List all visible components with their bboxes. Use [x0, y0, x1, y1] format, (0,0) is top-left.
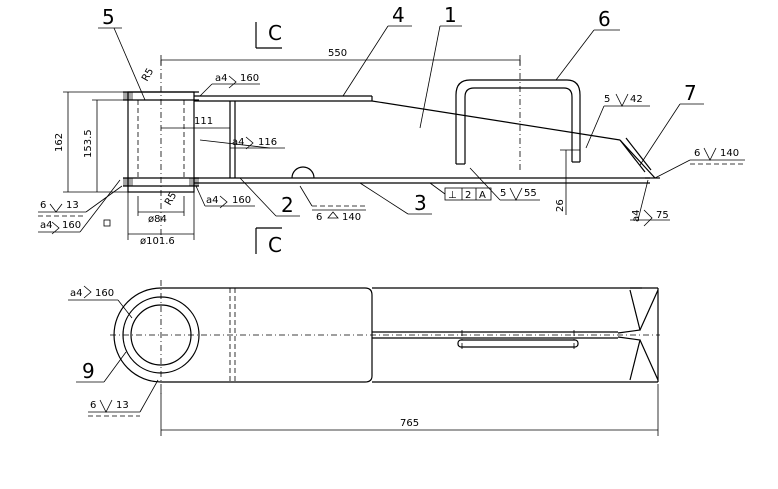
- weld-r5-bot: R5: [163, 190, 179, 207]
- dim-26-text: 26: [555, 199, 566, 212]
- weld-a4-160-plan: a4 160: [68, 285, 133, 319]
- plan-view: [110, 280, 660, 395]
- svg-text:4: 4: [392, 3, 405, 27]
- dim-d101: ø101.6: [127, 192, 195, 247]
- svg-text:3: 3: [414, 191, 427, 215]
- dim-162: 162: [54, 91, 128, 193]
- svg-text:a4: a4: [232, 137, 245, 148]
- svg-text:116: 116: [258, 137, 277, 148]
- datum-marker: [103, 219, 111, 227]
- svg-text:A: A: [479, 190, 486, 201]
- svg-text:13: 13: [116, 400, 129, 411]
- svg-text:5: 5: [102, 5, 115, 29]
- dim-162-text: 162: [54, 133, 65, 152]
- svg-text:160: 160: [62, 220, 81, 231]
- svg-text:160: 160: [232, 195, 251, 206]
- section-label-bottom: C: [268, 233, 282, 257]
- weld-6-140-mid: 6 140: [299, 185, 366, 223]
- svg-text:6: 6: [40, 200, 46, 211]
- weld-6-13-top: 6 13: [38, 185, 123, 217]
- drain-hole: [291, 166, 315, 179]
- svg-text:R5: R5: [163, 190, 179, 207]
- svg-text:7: 7: [684, 81, 697, 105]
- callout-1: 1: [419, 3, 462, 129]
- svg-text:140: 140: [342, 212, 361, 223]
- svg-text:5: 5: [604, 94, 610, 105]
- weld-a4-116: a4 116: [199, 136, 285, 150]
- svg-text:75: 75: [656, 210, 669, 221]
- callout-4: 4: [342, 3, 412, 97]
- side-plate-part-1: [371, 100, 660, 179]
- callout-3: 3: [359, 182, 432, 215]
- callout-9: 9: [76, 351, 127, 383]
- svg-text:⊥: ⊥: [448, 190, 457, 201]
- end-plate-part-7: [619, 137, 652, 173]
- svg-text:160: 160: [95, 288, 114, 299]
- weld-a4-160-mid: a4 160: [195, 185, 255, 209]
- weld-r5-top: R5: [140, 66, 156, 83]
- svg-text:6: 6: [598, 7, 611, 31]
- section-label-top: C: [268, 21, 282, 45]
- weld-a4-160-left: a4 160: [38, 179, 121, 235]
- tube-part-5: [123, 60, 199, 235]
- dim-765: 765: [160, 384, 659, 436]
- callout-5: 5: [98, 5, 146, 101]
- svg-text:5: 5: [500, 188, 506, 199]
- handle-part-6: [455, 60, 581, 170]
- dim-111-text: 111: [194, 116, 213, 127]
- svg-text:a4: a4: [215, 73, 228, 84]
- dim-111: 111: [161, 116, 230, 129]
- svg-text:a4: a4: [206, 195, 219, 206]
- plate-part-3: [194, 177, 650, 184]
- svg-text:6: 6: [694, 148, 700, 159]
- dim-550: 550: [160, 48, 521, 65]
- weld-5-42: 5 42: [585, 93, 650, 149]
- weld-6-140-right: 6 140: [654, 147, 745, 179]
- weld-6-13-plan: 6 13: [88, 379, 159, 417]
- dim-153-text: 153.5: [83, 129, 94, 158]
- svg-text:9: 9: [82, 359, 95, 383]
- svg-text:R5: R5: [140, 66, 156, 83]
- weld-a4-75: a4 75: [630, 179, 670, 227]
- weld-a4-160-top: a4 160: [199, 73, 260, 97]
- svg-text:2: 2: [281, 193, 294, 217]
- weld-5-55: ⊥ 2 A 5 55: [429, 167, 540, 201]
- dim-550-text: 550: [328, 48, 347, 59]
- svg-text:2: 2: [465, 190, 471, 201]
- callout-7: 7: [639, 81, 704, 166]
- plate-part-4: [194, 95, 373, 102]
- svg-text:160: 160: [240, 73, 259, 84]
- svg-text:6: 6: [90, 400, 96, 411]
- callout-6: 6: [555, 7, 620, 81]
- dim-765-text: 765: [400, 418, 419, 429]
- section-marker-top: C: [255, 21, 282, 49]
- dim-d84-text: ø84: [148, 214, 167, 225]
- dim-d101-text: ø101.6: [140, 236, 175, 247]
- section-marker-bottom: C: [255, 227, 282, 257]
- web-part-2: [229, 101, 236, 178]
- callout-2: 2: [239, 177, 300, 217]
- svg-text:42: 42: [630, 94, 643, 105]
- svg-text:a4: a4: [70, 288, 83, 299]
- svg-text:13: 13: [66, 200, 79, 211]
- svg-text:55: 55: [524, 188, 537, 199]
- svg-text:a4: a4: [631, 210, 642, 223]
- svg-text:1: 1: [444, 3, 457, 27]
- dim-d84: ø84: [137, 196, 185, 225]
- dim-153: 153.5: [83, 99, 123, 192]
- svg-text:a4: a4: [40, 220, 53, 231]
- dim-26: 26: [555, 149, 580, 215]
- svg-text:6: 6: [316, 212, 322, 223]
- svg-text:140: 140: [720, 148, 739, 159]
